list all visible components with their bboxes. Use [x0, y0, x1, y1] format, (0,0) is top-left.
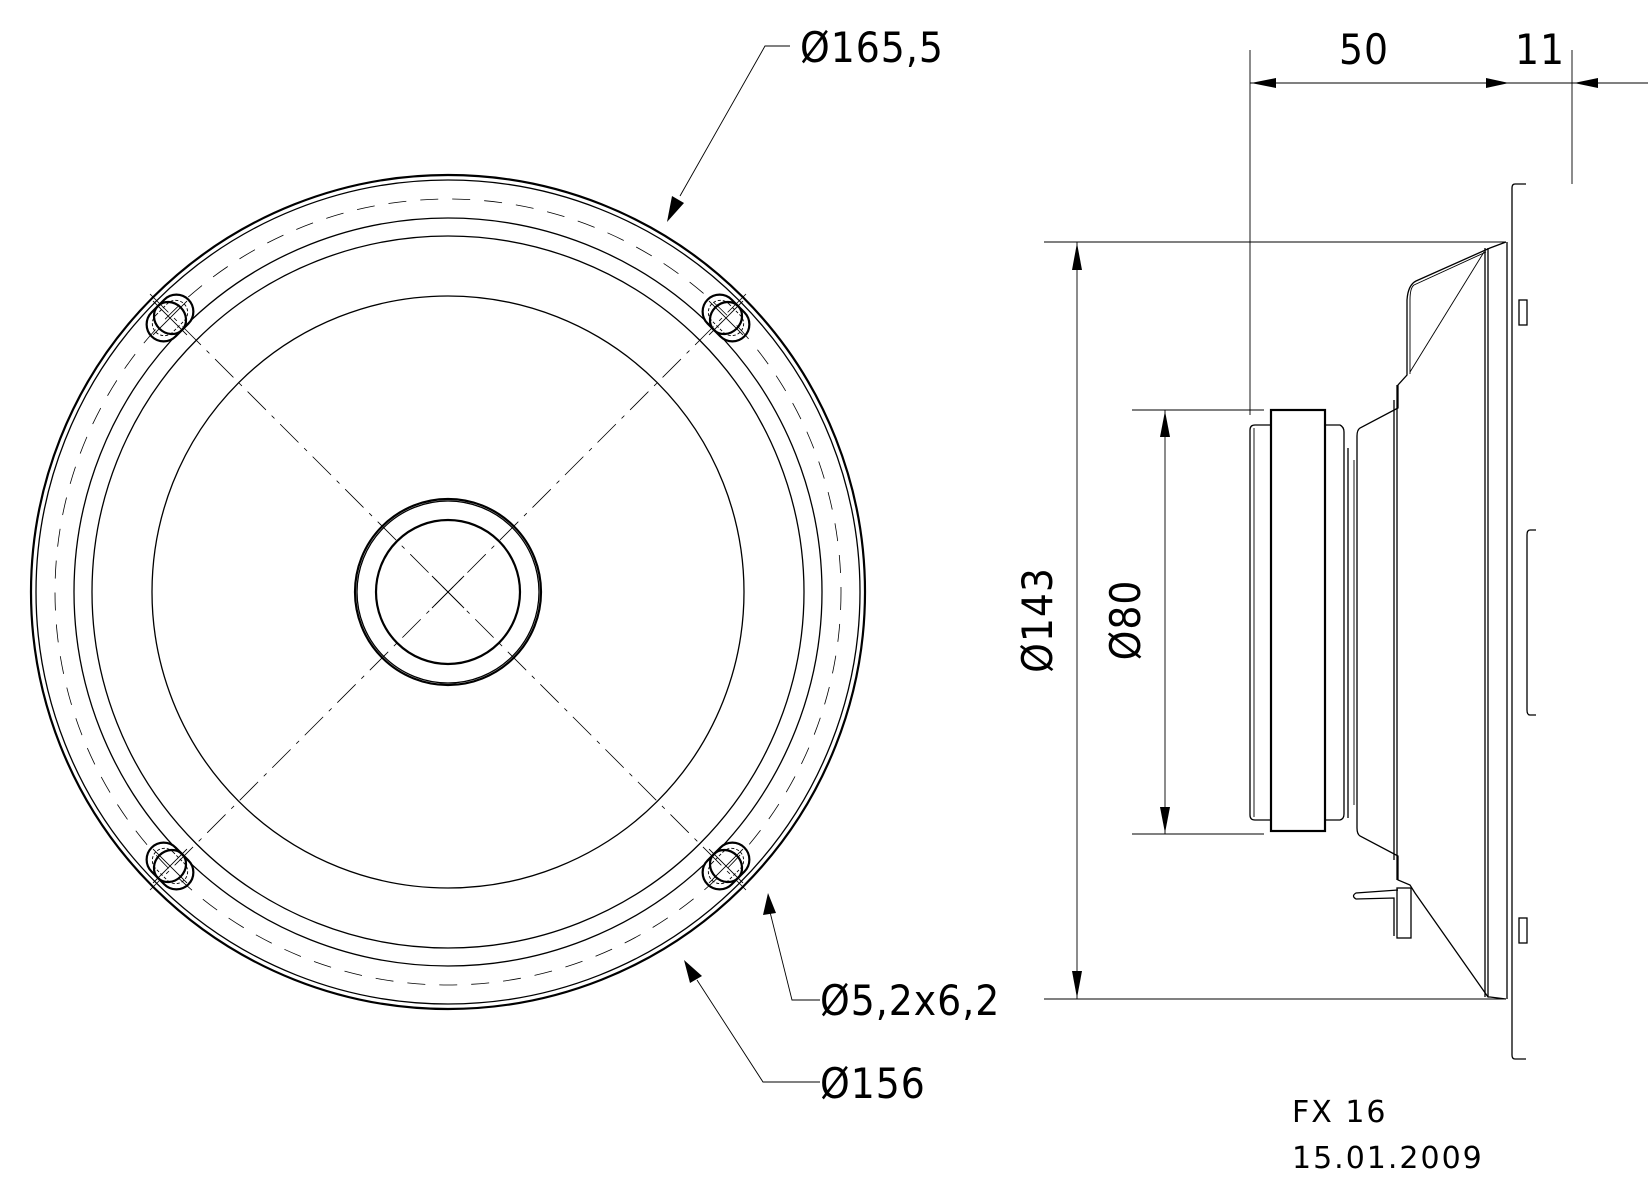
side-view: [1044, 50, 1648, 1060]
arrow-left-icon: [1574, 78, 1598, 88]
dim-mounting-circle: Ø156: [820, 1059, 926, 1108]
dust-cap-outer-2: [356, 500, 540, 684]
center-mark: [431, 575, 465, 609]
arrow-right-icon: [1486, 78, 1509, 88]
arrow-up-icon: [1072, 243, 1082, 270]
center-cap-profile: [1526, 529, 1536, 716]
frame-ring-2: [91, 235, 805, 949]
basket-top-profile: [1356, 241, 1507, 445]
mounting-hole-top-left: [145, 293, 195, 343]
dim-flange-thickness: 11: [1515, 25, 1565, 74]
leader-mounting-hole: [763, 893, 820, 1001]
flange-clip-bottom: [1518, 917, 1528, 944]
flange: [1511, 183, 1526, 1060]
mounting-hole-bottom-right: [701, 841, 751, 891]
dust-cap-inner: [374, 518, 522, 666]
terminal: [1352, 887, 1412, 939]
arrow-head-icon: [684, 960, 702, 983]
mounting-hole-top-right: [701, 293, 751, 343]
front-view: [29, 45, 867, 1083]
dust-cap-outer: [353, 497, 543, 687]
dim-baffle-cutout: Ø143: [1013, 567, 1062, 673]
frame-ring-1: [73, 217, 823, 967]
arrow-head-icon: [667, 196, 684, 222]
magnet: [1269, 408, 1327, 833]
dim-magnet-diameter: Ø80: [1101, 580, 1150, 661]
mounting-circle-line: [54, 198, 842, 986]
date-label: 15.01.2009: [1292, 1141, 1484, 1176]
outer-rim-inner: [35, 179, 861, 1005]
dim-depth: 50: [1339, 25, 1389, 74]
dim-line-baffle-cutout: [1044, 241, 1506, 1000]
arrow-left-icon: [1251, 78, 1276, 88]
mounting-hole-bottom-left: [145, 841, 195, 891]
arrow-down-icon: [1160, 807, 1170, 833]
dim-mounting-hole: Ø5,2x6,2: [820, 976, 1000, 1025]
leader-mounting-circle: [684, 960, 820, 1083]
dim-line-depth: [1249, 50, 1648, 415]
cone-outer: [151, 295, 745, 889]
back-plate: [1249, 424, 1271, 821]
dim-outer-diameter: Ø165,5: [800, 23, 944, 72]
top-plate: [1325, 424, 1345, 821]
arrow-down-icon: [1072, 971, 1082, 998]
leader-outer-diameter: [667, 45, 790, 222]
basket-bottom-profile: [1356, 820, 1507, 1000]
model-label: FX 16: [1292, 1095, 1388, 1130]
flange-clip-top: [1518, 299, 1528, 326]
arrow-up-icon: [1160, 411, 1170, 437]
outer-rim: [29, 173, 867, 1011]
dim-line-magnet: [1132, 409, 1264, 835]
arrow-head-icon: [763, 893, 776, 915]
